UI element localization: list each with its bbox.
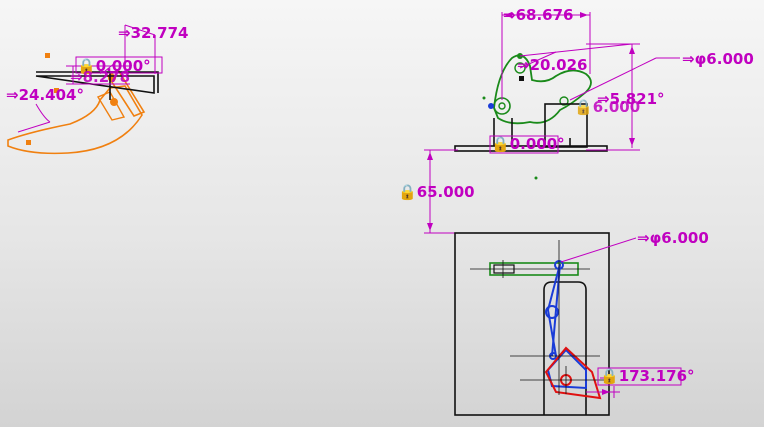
dimension-angle-5[interactable]: 🔒173.176° bbox=[600, 367, 695, 385]
dimension-distance-1[interactable]: ⇒32.774 bbox=[118, 24, 188, 42]
dim-arrow bbox=[629, 46, 635, 54]
left-dimension-lines bbox=[17, 24, 156, 133]
green-black-marker[interactable] bbox=[519, 76, 524, 81]
dimension-1-box bbox=[75, 56, 163, 74]
dim-arrow bbox=[427, 152, 433, 160]
dimension-locked-1[interactable]: 🔒6.000 bbox=[574, 98, 640, 116]
red-top-view-part[interactable] bbox=[544, 346, 602, 400]
blue-origin-point[interactable] bbox=[488, 103, 494, 109]
dimension-box-2 bbox=[489, 135, 559, 154]
dimension-vertical-offset[interactable]: 🔒65.000 bbox=[398, 183, 475, 201]
dim-arrow bbox=[427, 223, 433, 231]
green-top-view-part[interactable] bbox=[470, 260, 590, 278]
dimension-width[interactable]: ⇒68.676 bbox=[503, 6, 573, 24]
orange-anchor-point[interactable] bbox=[54, 88, 59, 93]
orange-slot[interactable] bbox=[96, 91, 126, 121]
dim-arrow bbox=[580, 12, 588, 18]
vertical-offset-dimension-lines bbox=[424, 149, 458, 234]
orange-end-point[interactable] bbox=[26, 140, 31, 145]
dimension-distance-2[interactable]: ⇒8.278 bbox=[70, 68, 130, 86]
top-view-centerlines bbox=[510, 240, 610, 395]
dimension-distance-3[interactable]: ⇒20.026 bbox=[517, 56, 587, 74]
dimension-diameter-1[interactable]: ⇒φ6.000 bbox=[682, 50, 754, 68]
orange-marker-point[interactable] bbox=[45, 53, 50, 58]
dimension-angle-1[interactable]: 🔒0.000° bbox=[77, 57, 151, 75]
orange-curved-part[interactable] bbox=[7, 85, 143, 155]
right-top-dimension-lines bbox=[490, 12, 680, 151]
black-base-plate[interactable] bbox=[454, 103, 608, 152]
dimension-angle-4[interactable]: 🔒0.000° bbox=[491, 135, 565, 153]
dimension-angle-2[interactable]: ⇒24.404° bbox=[6, 86, 84, 104]
dim-arrow bbox=[629, 138, 635, 146]
green-sketch-group[interactable] bbox=[482, 53, 592, 180]
green-right-hole[interactable] bbox=[559, 96, 569, 106]
dim-arrow bbox=[504, 12, 512, 18]
green-pivot-hole[interactable] bbox=[493, 97, 511, 115]
dimension-diameter-2[interactable]: ⇒φ6.000 bbox=[637, 229, 709, 247]
orange-joint-point[interactable] bbox=[110, 98, 118, 106]
dimension-angle-3[interactable]: ⇒5.821° bbox=[597, 90, 665, 108]
dim-arrow bbox=[602, 389, 610, 395]
top-view-frame[interactable] bbox=[454, 232, 610, 416]
dimension-box-3 bbox=[597, 367, 682, 386]
